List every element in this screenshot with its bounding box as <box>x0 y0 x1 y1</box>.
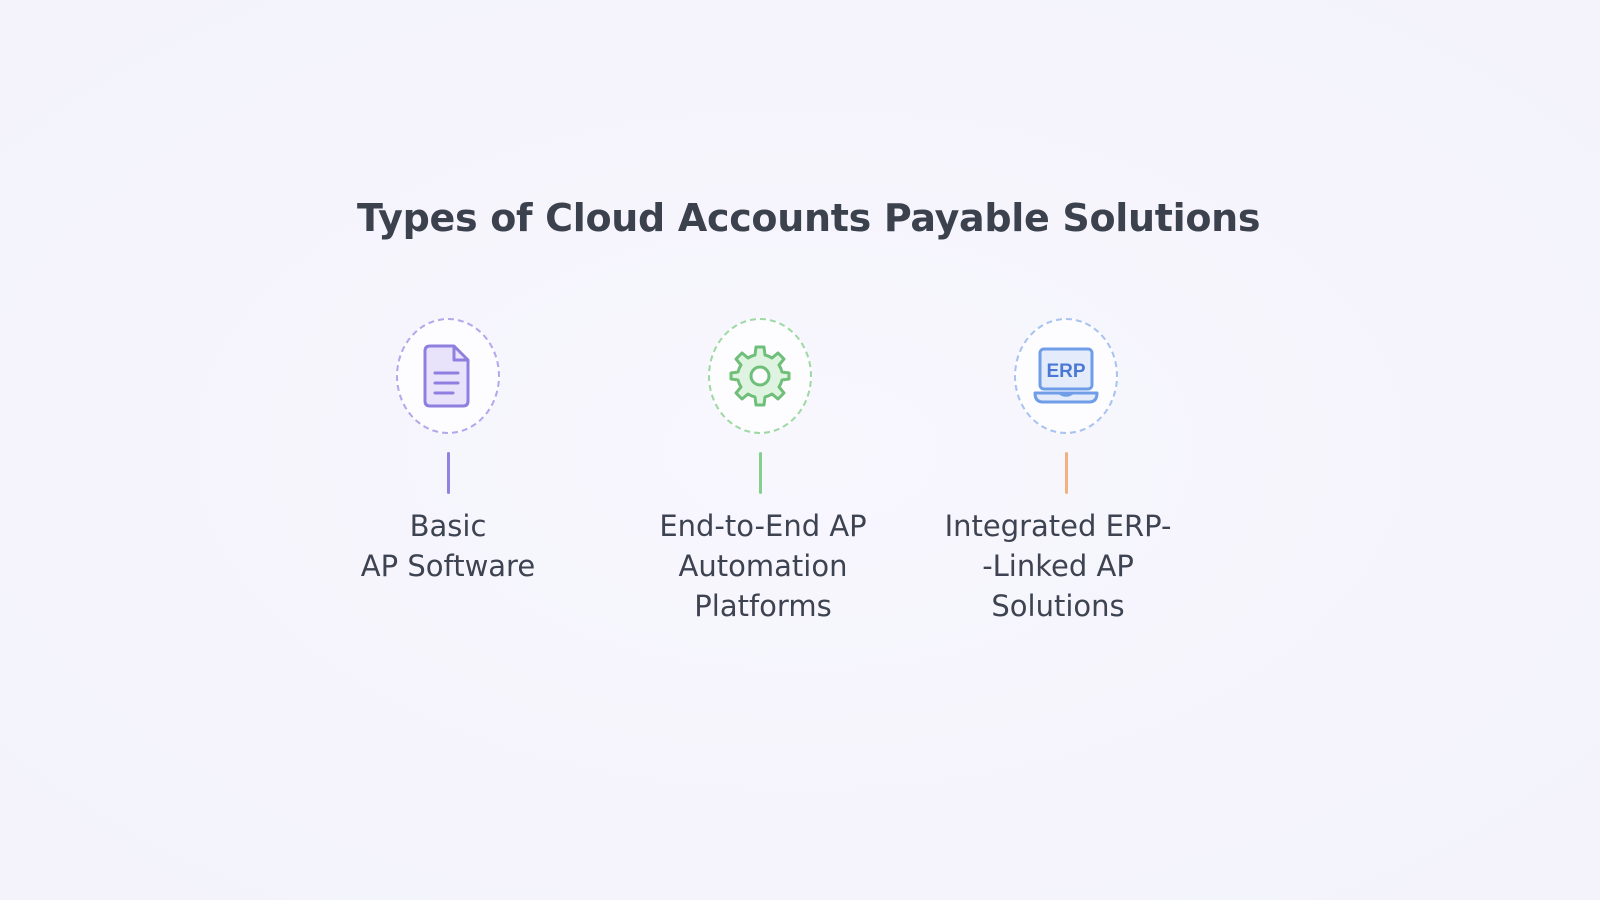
erp-icon-text: ERP <box>1046 361 1085 382</box>
icon-badge: ERP <box>1014 318 1118 434</box>
connector-line <box>759 452 762 494</box>
icon-badge <box>396 318 500 434</box>
solution-label: End-to-End AP Automation Platforms <box>659 509 867 623</box>
connector-line <box>1065 452 1068 494</box>
icon-badge <box>708 318 812 434</box>
solution-label: Basic AP Software <box>360 509 536 583</box>
solution-label: Integrated ERP- -Linked AP Solutions <box>944 509 1172 623</box>
connector-line <box>447 452 450 494</box>
page-title: Types of Cloud Accounts Payable Solution… <box>357 196 1261 240</box>
solution-item-basic: Basic AP Software <box>318 318 578 638</box>
solution-item-erp: ERP Integrated ERP- -Linked AP Solutions <box>936 318 1196 638</box>
laptop-icon: ERP <box>1033 347 1099 404</box>
solution-item-end-to-end: End-to-End AP Automation Platforms <box>630 318 890 638</box>
document-icon <box>423 344 470 408</box>
gear-icon <box>729 345 791 407</box>
